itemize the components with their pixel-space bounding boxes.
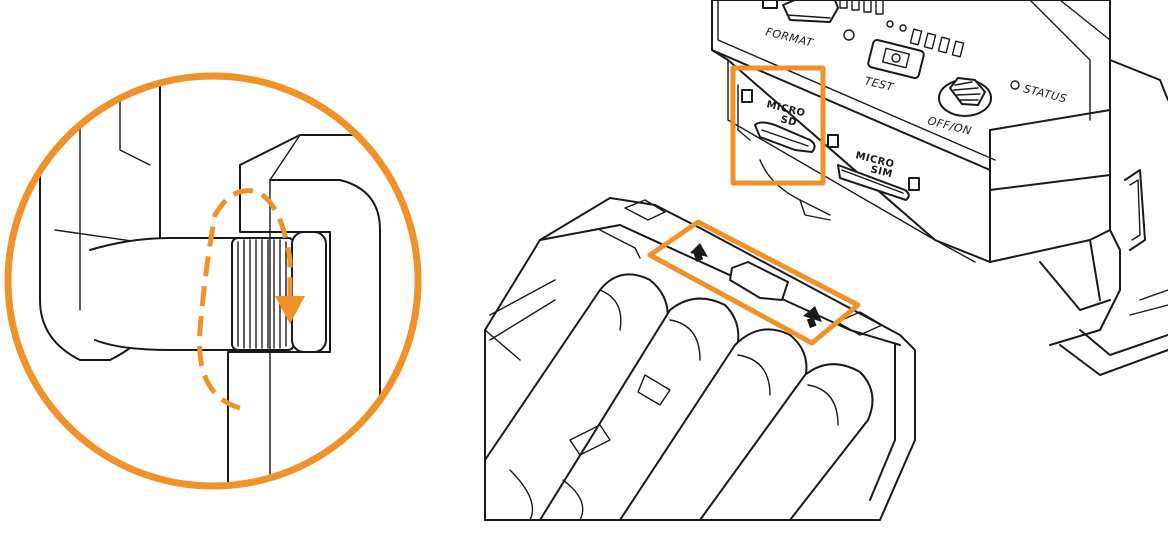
up-arrow-icon-2 — [803, 306, 822, 329]
led-row — [886, 20, 965, 58]
micro-sd-highlight-box — [730, 65, 826, 186]
battery-4 — [699, 363, 874, 521]
battery-tray — [484, 197, 916, 521]
micro-sd-label-sd: SD — [779, 114, 798, 129]
detail-circle — [4, 72, 422, 490]
led-row-top — [839, 0, 884, 15]
power-knob — [938, 77, 992, 117]
antenna-detail — [4, 72, 422, 490]
up-arrow-icon — [690, 243, 708, 262]
tray-highlight-box — [647, 219, 861, 346]
format-button — [762, 0, 839, 23]
battery-3 — [569, 328, 808, 521]
dashed-rotation-arrow-icon — [197, 188, 305, 411]
knurled-ring — [231, 231, 327, 353]
test-button — [867, 38, 925, 80]
micro-sim-label-sim: SIM — [869, 164, 893, 180]
